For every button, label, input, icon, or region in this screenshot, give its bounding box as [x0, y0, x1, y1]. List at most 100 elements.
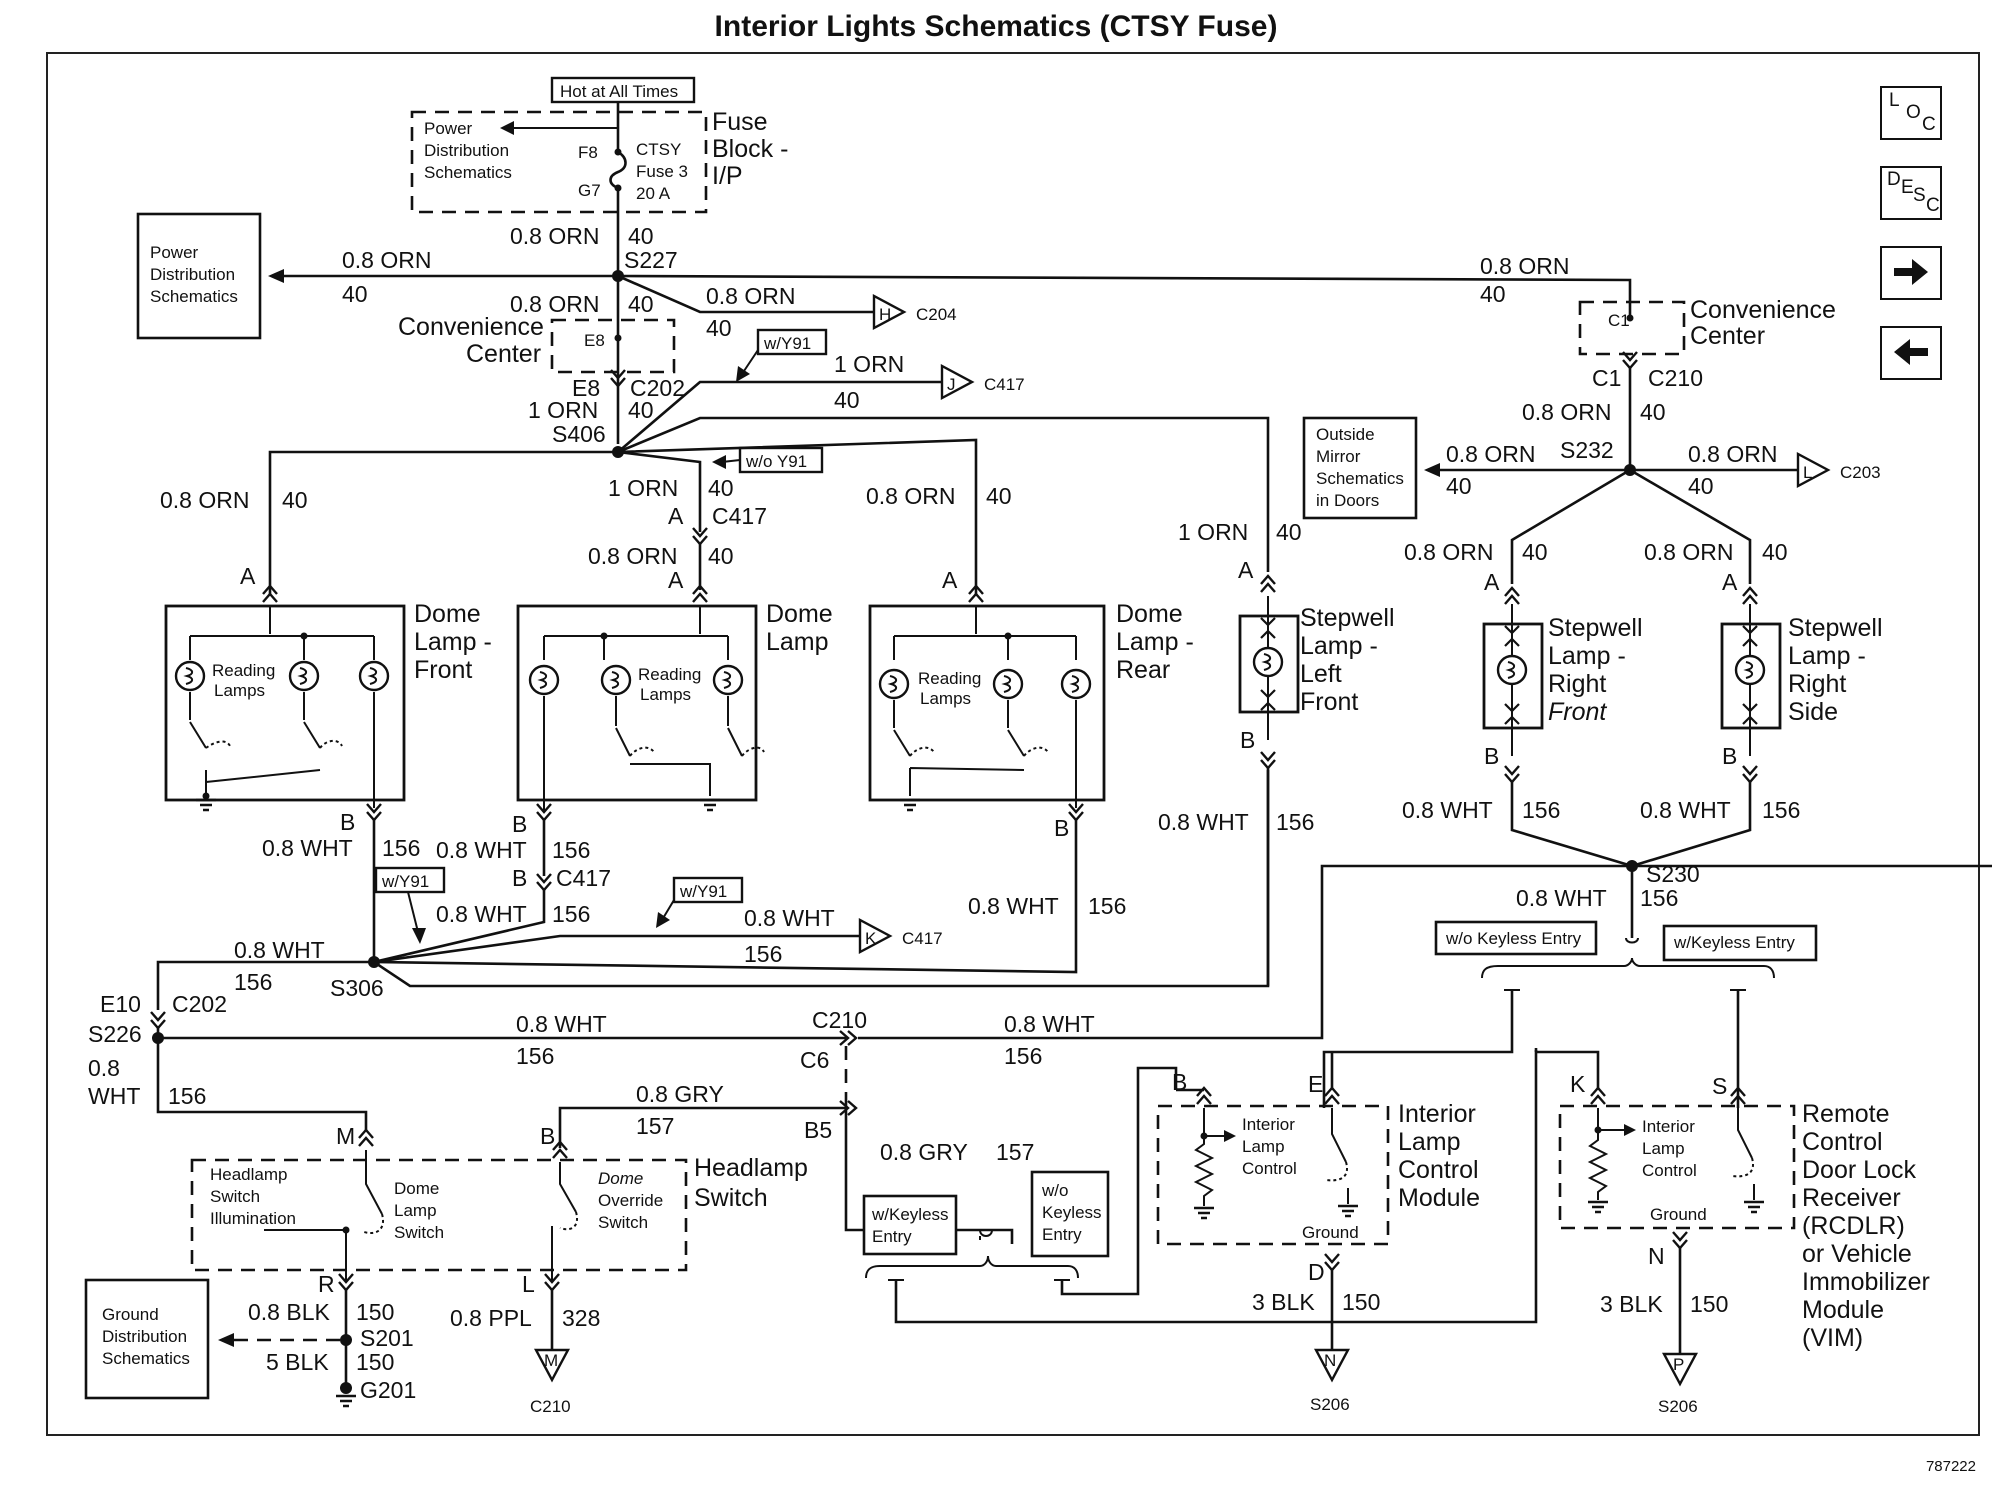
rcdlr-box	[1558, 1104, 1796, 1230]
ilcm-label-1: Interior	[1398, 1100, 1476, 1128]
wire-label-orn1: 1 ORN	[608, 475, 678, 501]
circuit-label: 156	[516, 1043, 554, 1069]
ref-a: A	[1484, 569, 1500, 595]
dome-lamp-switch-label-1: Dome	[394, 1179, 439, 1198]
rcdlr-label-6: or Vehicle	[1802, 1240, 1912, 1268]
loc-button[interactable]: L O C	[1880, 86, 1942, 140]
g7-label: G7	[578, 181, 601, 200]
ref-p: P	[1673, 1355, 1684, 1374]
circuit-label: 40	[342, 281, 368, 307]
wire-label-wht: 0.8 WHT	[262, 835, 353, 861]
ref-a: A	[668, 503, 684, 529]
wire-label-orn: 0.8 ORN	[1522, 399, 1611, 425]
connector-c417-bottom	[858, 918, 893, 954]
ref-b: B	[1484, 743, 1499, 769]
ref-a: A	[942, 567, 958, 593]
wo-keyless2-label-3: Entry	[1042, 1225, 1082, 1244]
w-y91-badge	[672, 876, 744, 904]
ref-a: A	[668, 567, 684, 593]
hs-illum-label-3: Illumination	[210, 1209, 296, 1228]
splice-s226: S226	[88, 1021, 142, 1047]
w-o-y91-label: w/o Y91	[745, 452, 807, 471]
bulb-icon	[358, 660, 390, 692]
wire-label-wht: 0.8 WHT	[1158, 809, 1249, 835]
stepwell-rf-label-4: Front	[1548, 698, 1607, 726]
ref-a: A	[240, 563, 256, 589]
reading-lamps-label-2: Lamps	[214, 681, 265, 700]
ground-icon	[194, 798, 218, 812]
ilcm-box	[1156, 1104, 1390, 1246]
pds-label-1: Power	[424, 119, 473, 138]
pds-left-label-2: Distribution	[150, 265, 235, 284]
splice-s232: S232	[1560, 437, 1614, 463]
ilcm-label-4: Module	[1398, 1184, 1480, 1212]
circuit-label: 40	[834, 387, 860, 413]
ctsy-label-2: Fuse 3	[636, 162, 688, 181]
wo-keyless2-label-1: w/o	[1041, 1181, 1068, 1200]
wire-label-orn: 0.8 ORN	[1480, 253, 1569, 279]
splice-s230: S230	[1646, 861, 1700, 887]
ref-b: B	[1172, 1069, 1187, 1095]
bulb-icon	[288, 660, 320, 692]
circuit-label: 156	[1276, 809, 1314, 835]
stepwell-rs-label-1: Stepwell	[1788, 614, 1883, 642]
dome-lamp-rear-label-2: Lamp -	[1116, 628, 1194, 656]
wire-label-wht-1: 0.8	[88, 1055, 120, 1081]
circuit-label: 328	[562, 1305, 600, 1331]
stepwell-lf-label-4: Front	[1300, 688, 1358, 716]
wire-label-wht: 0.8 WHT	[234, 937, 325, 963]
outside-mirror-box	[1302, 416, 1418, 520]
reading-lamps-label-1: Reading	[638, 665, 701, 684]
circuit-label: 156	[1088, 893, 1126, 919]
w-y91-badge	[756, 328, 828, 356]
ref-j: J	[947, 375, 956, 394]
wire-label-orn: 0.8 ORN	[866, 483, 955, 509]
ref-c417: C417	[984, 375, 1025, 394]
wire-label-wht-2: WHT	[88, 1083, 140, 1109]
next-button[interactable]	[1880, 246, 1942, 300]
dome-override-label-3: Switch	[598, 1213, 648, 1232]
ilc-label-3: Control	[1242, 1159, 1297, 1178]
outside-mirror-label-4: in Doors	[1316, 491, 1379, 510]
dome-lamp-rear-label-1: Dome	[1116, 600, 1183, 628]
ref-b: B	[1722, 743, 1737, 769]
circuit-label: 40	[628, 291, 654, 317]
dome-lamp-label-2: Lamp	[766, 628, 829, 656]
stepwell-lf-label-2: Lamp -	[1300, 632, 1378, 660]
connector-c204	[872, 294, 907, 330]
ref-c204: C204	[916, 305, 957, 324]
connector-s206-p	[1662, 1352, 1698, 1387]
stepwell-lf-label-1: Stepwell	[1300, 604, 1395, 632]
reading-lamps-label-1: Reading	[918, 669, 981, 688]
hs-illum-label-2: Switch	[210, 1187, 260, 1206]
circuit-label: 40	[1446, 473, 1472, 499]
w-y91-label: w/Y91	[381, 872, 429, 891]
ref-l: L	[1803, 463, 1812, 482]
wo-keyless-label: w/o Keyless Entry	[1445, 929, 1582, 948]
splice-s201-dot	[340, 1334, 352, 1346]
circuit-label: 156	[552, 837, 590, 863]
circuit-label: 40	[628, 397, 654, 423]
circuit-label: 40	[1640, 399, 1666, 425]
rcdlr-label-3: Door Lock	[1802, 1156, 1916, 1184]
pds-label-2: Distribution	[424, 141, 509, 160]
ref-e8: E8	[584, 331, 605, 350]
ref-s206: S206	[1310, 1395, 1350, 1414]
dome-override-label-2: Override	[598, 1191, 663, 1210]
prev-button[interactable]	[1880, 326, 1942, 380]
rcdlr-label-5: (RCDLR)	[1802, 1212, 1905, 1240]
ground-dist-box	[84, 1278, 210, 1400]
ref-l: L	[522, 1271, 535, 1297]
ref-c1: C1	[1592, 365, 1621, 391]
rcdlr-label-2: Control	[1802, 1128, 1883, 1156]
stepwell-rf-label-1: Stepwell	[1548, 614, 1643, 642]
desc-button[interactable]: D E S C	[1880, 166, 1942, 220]
ref-s: S	[1712, 1073, 1727, 1099]
hs-illum-label-1: Headlamp	[210, 1165, 288, 1184]
ref-c417: C417	[902, 929, 943, 948]
page-title: Interior Lights Schematics (CTSY Fuse)	[714, 10, 1278, 43]
arrow-right-icon	[1894, 259, 1928, 285]
wire-label-wht: 0.8 WHT	[968, 893, 1059, 919]
circuit-label: 40	[1276, 519, 1302, 545]
dome-lamp-switch-label-2: Lamp	[394, 1201, 437, 1220]
